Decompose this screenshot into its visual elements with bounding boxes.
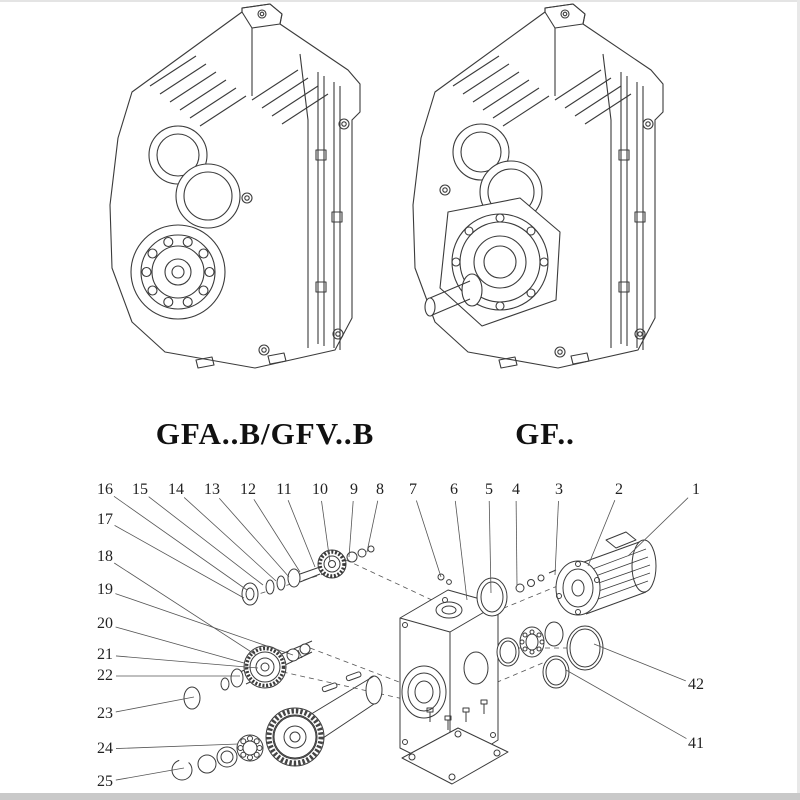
leader-line: [218, 497, 290, 578]
leader-line: [287, 500, 316, 568]
leader-line: [183, 497, 277, 582]
input-pinion-assembly: [241, 545, 375, 606]
leader-line: [366, 500, 379, 553]
motor: [555, 531, 657, 616]
callout-number: 19: [97, 581, 113, 598]
gasket-plate: [401, 727, 509, 785]
callout-number: 20: [97, 615, 113, 632]
model-label-gf: GF..: [515, 416, 575, 451]
callout-number: 5: [485, 481, 493, 498]
callout-number: 22: [97, 667, 113, 684]
callout-number: 9: [350, 481, 358, 498]
page-top-edge: [0, 0, 800, 2]
leader-line: [114, 562, 257, 656]
leader-line: [115, 696, 195, 713]
leader-line: [593, 643, 686, 682]
callout-number: 14: [168, 481, 184, 498]
output-shaft: [424, 273, 483, 317]
page-bottom-edge: [0, 793, 800, 800]
callout-number: 21: [97, 646, 113, 663]
callout-number: 12: [240, 481, 256, 498]
gearbox-gf-drawing: [412, 3, 664, 369]
leader-line: [415, 500, 442, 578]
callout-number: 24: [97, 740, 113, 757]
input-bearing-set: [496, 621, 604, 689]
leader-line: [148, 496, 264, 586]
leader-line: [115, 743, 239, 749]
leader-line: [114, 525, 245, 599]
leader-line: [115, 626, 245, 664]
leader-line: [454, 500, 468, 601]
bearing-rollers: [141, 236, 215, 308]
leader-line: [565, 669, 687, 739]
leader-line: [627, 497, 689, 557]
callout-number: 6: [450, 481, 458, 498]
callout-number: 16: [97, 481, 113, 498]
exploded-view-drawing: [171, 531, 657, 785]
page-right-edge: [797, 0, 800, 800]
callout-number: 7: [409, 481, 417, 498]
callout-number: 42: [688, 676, 704, 693]
model-label-gfab-gfvb: GFA..B/GFV..B: [155, 416, 375, 451]
callout-number: 13: [204, 481, 220, 498]
callout-number: 25: [97, 773, 113, 790]
callout-number: 11: [276, 481, 292, 498]
callout-number: 23: [97, 705, 113, 722]
callout-leader-lines: [113, 496, 689, 781]
callout-number: 4: [512, 481, 520, 498]
callout-number: 17: [97, 511, 113, 528]
leader-line: [253, 499, 301, 573]
leader-line: [554, 500, 559, 576]
leader-line: [321, 500, 331, 563]
leader-line: [113, 496, 248, 591]
mounting-bolts: [426, 699, 488, 730]
callout-number: 3: [555, 481, 563, 498]
callout-number: 1: [692, 481, 700, 498]
callout-number: 41: [688, 735, 704, 752]
leader-line: [348, 500, 354, 558]
callout-number: 15: [132, 481, 148, 498]
flange-bolt-holes: [451, 213, 549, 311]
gearbox-gfab-drawing: [109, 3, 361, 369]
leader-line: [115, 655, 259, 669]
callout-number: 8: [376, 481, 384, 498]
second-stage-assembly: [183, 640, 313, 710]
leader-line: [587, 500, 616, 567]
leader-line: [515, 500, 518, 587]
callout-number: 10: [312, 481, 328, 498]
leader-line: [115, 593, 294, 656]
callout-number: 18: [97, 548, 113, 565]
output-assembly: [171, 671, 383, 781]
leader-line: [115, 767, 185, 781]
adapter-flange: [476, 569, 557, 617]
leader-line: [488, 500, 492, 594]
callout-number: 2: [615, 481, 623, 498]
